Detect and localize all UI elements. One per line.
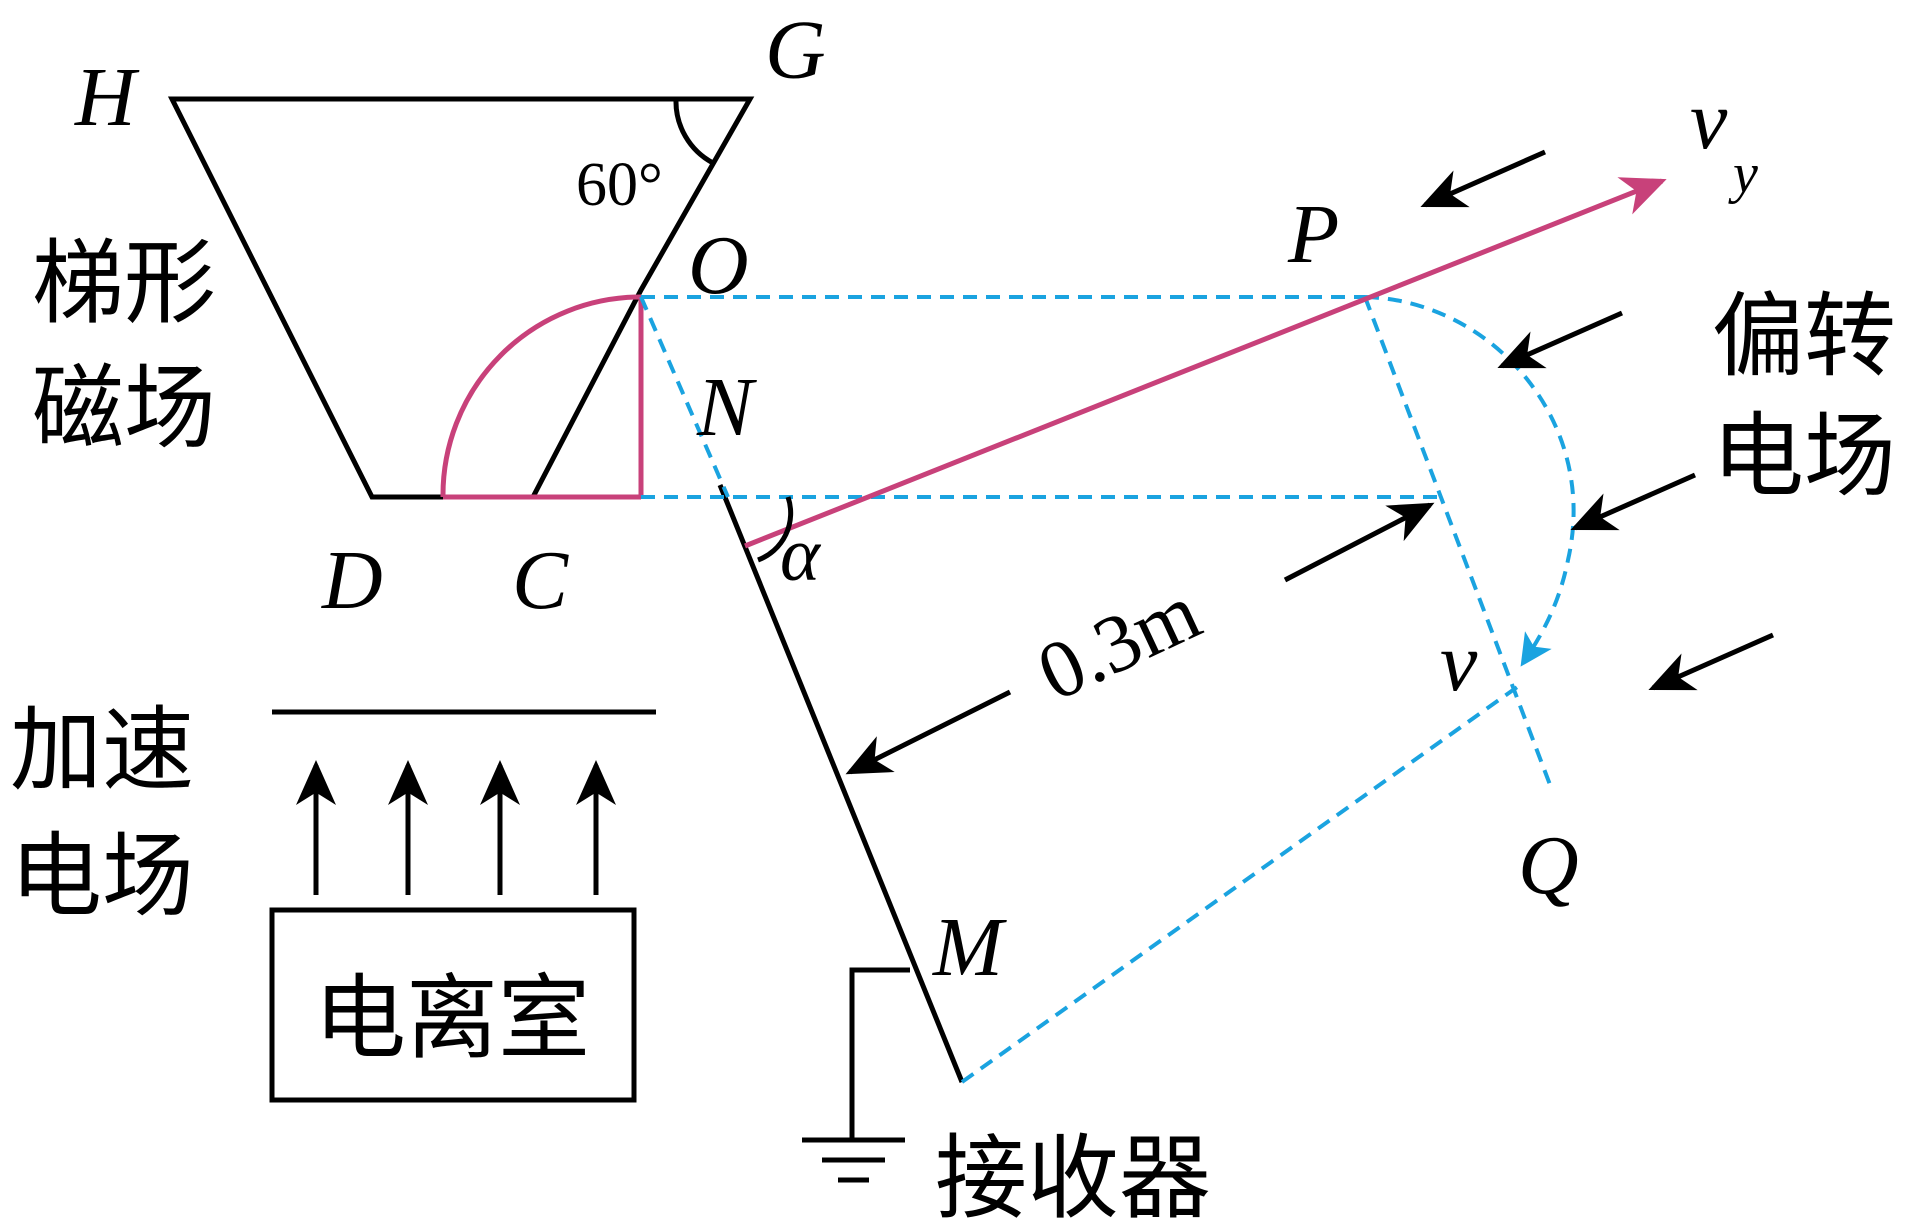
label-accel-field-1: 加速 <box>10 697 194 804</box>
ground-wire <box>849 967 910 1140</box>
dashed-p-to-q <box>1363 296 1554 791</box>
label-receiver: 接收器 <box>935 1125 1211 1227</box>
label-accel-field-2: 电场 <box>10 823 194 930</box>
straight-trajectory <box>744 177 1667 549</box>
field-arrow-3 <box>1570 472 1697 531</box>
angle-arc-60 <box>673 98 715 166</box>
label-g: G <box>765 4 826 97</box>
label-angle-60: 60° <box>576 151 663 219</box>
label-p: P <box>1287 188 1339 281</box>
field-arrow-2 <box>1497 310 1624 369</box>
label-dimension: 0.3m <box>1024 566 1213 719</box>
trapezoid-magnetic-field <box>167 96 755 500</box>
magnetic-trajectory-arc <box>440 294 642 498</box>
label-v: v <box>1440 616 1478 709</box>
dashed-receiver-to-v <box>960 683 1522 1084</box>
label-h: H <box>74 51 140 144</box>
label-trapezoid-field-1: 梯形 <box>32 230 216 337</box>
label-d: D <box>321 534 383 627</box>
label-m: M <box>932 901 1007 994</box>
dashed-deflection-arc <box>1364 295 1576 667</box>
label-deflection-field-1: 偏转 <box>1712 283 1896 390</box>
dashed-o-to-n <box>639 296 730 498</box>
field-arrow-4 <box>1648 632 1775 691</box>
label-vy-subscript: y <box>1728 143 1758 205</box>
alpha-angle-arc <box>757 496 794 563</box>
receiver-plate <box>717 484 965 1083</box>
label-o: O <box>688 219 749 312</box>
label-vy: v <box>1690 74 1728 167</box>
label-q: Q <box>1518 819 1579 912</box>
label-trapezoid-field-2: 磁场 <box>32 355 216 462</box>
ionization-chamber-box <box>269 907 637 1103</box>
label-alpha: α <box>780 513 822 597</box>
label-deflection-field-2: 电场 <box>1712 403 1896 510</box>
dimension-arrow-upper <box>1283 502 1435 583</box>
field-arrow-1 <box>1420 149 1547 208</box>
label-c: C <box>512 534 569 627</box>
label-n: N <box>696 361 757 454</box>
label-ionization-chamber: 电离室 <box>314 965 590 1072</box>
dimension-arrow-lower <box>845 689 1012 775</box>
